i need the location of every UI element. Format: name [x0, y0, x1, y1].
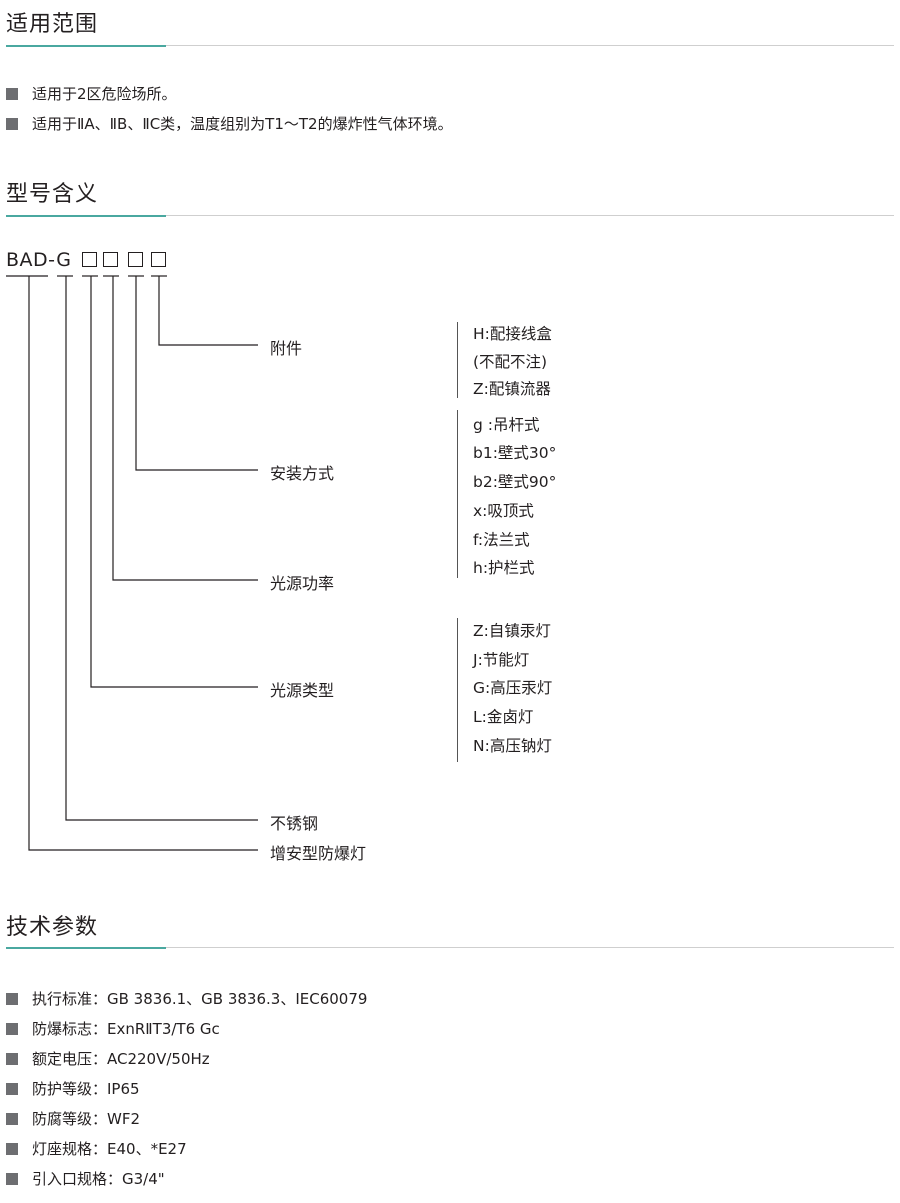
- code-box-1: [82, 252, 97, 267]
- label-lamp: 增安型防爆灯: [270, 844, 367, 863]
- source-option: G:高压汞灯: [473, 679, 553, 697]
- source-bracket: [457, 618, 458, 762]
- mounting-bracket: [457, 410, 458, 578]
- square-bullet-icon: [6, 1143, 18, 1155]
- source-option: Z:自镇汞灯: [473, 622, 551, 640]
- code-box-3: [128, 252, 143, 267]
- specs-list: 执行标准：GB 3836.1、GB 3836.3、IEC60079 防爆标志：E…: [6, 984, 367, 1194]
- list-item: 防护等级：IP65: [6, 1074, 367, 1104]
- source-option: N:高压钠灯: [473, 737, 552, 755]
- list-item: 防腐等级：WF2: [6, 1104, 367, 1134]
- scope-list: 适用于2区危险场所。 适用于ⅡA、ⅡB、ⅡC类，温度组别为T1～T2的爆炸性气体…: [6, 79, 453, 139]
- list-item: 适用于2区危险场所。: [6, 79, 453, 109]
- square-bullet-icon: [6, 1053, 18, 1065]
- model-title: 型号含义: [6, 182, 99, 207]
- label-accessory: 附件: [270, 339, 303, 358]
- square-bullet-icon: [6, 118, 18, 130]
- label-power: 光源功率: [270, 574, 335, 593]
- scope-divider: [6, 45, 894, 47]
- list-item: 防爆标志：ExnRⅡT3/T6 Gc: [6, 1014, 367, 1044]
- model-divider: [6, 215, 894, 217]
- accessory-option: Z:配镇流器: [473, 380, 551, 398]
- list-item: 额定电压：AC220V/50Hz: [6, 1044, 367, 1074]
- source-option: L:金卤灯: [473, 708, 534, 726]
- accessory-option: (不配不注): [473, 353, 548, 371]
- mounting-option: b1:壁式30°: [473, 444, 557, 462]
- label-mounting: 安装方式: [270, 464, 335, 483]
- square-bullet-icon: [6, 1113, 18, 1125]
- list-item: 执行标准：GB 3836.1、GB 3836.3、IEC60079: [6, 984, 367, 1014]
- code-box-4: [151, 252, 166, 267]
- square-bullet-icon: [6, 1083, 18, 1095]
- mounting-option: f:法兰式: [473, 531, 530, 549]
- model-diagram-lines: [6, 275, 258, 851]
- specs-divider: [6, 947, 894, 949]
- scope-title: 适用范围: [6, 12, 99, 37]
- list-item: 引入口规格：G3/4": [6, 1164, 367, 1194]
- mounting-option: h:护栏式: [473, 559, 535, 577]
- label-stainless: 不锈钢: [270, 814, 319, 833]
- mounting-option: b2:壁式90°: [473, 473, 557, 491]
- source-option: J:节能灯: [473, 651, 530, 669]
- model-code: BAD-G: [6, 249, 72, 271]
- list-item: 适用于ⅡA、ⅡB、ⅡC类，温度组别为T1～T2的爆炸性气体环境。: [6, 109, 453, 139]
- mounting-option: g :吊杆式: [473, 416, 540, 434]
- square-bullet-icon: [6, 1023, 18, 1035]
- accessory-bracket: [457, 322, 458, 398]
- accessory-option: H:配接线盒: [473, 325, 552, 343]
- square-bullet-icon: [6, 1173, 18, 1185]
- mounting-option: x:吸顶式: [473, 502, 534, 520]
- specs-title: 技术参数: [6, 915, 99, 940]
- label-source-type: 光源类型: [270, 681, 335, 700]
- code-box-2: [103, 252, 118, 267]
- square-bullet-icon: [6, 88, 18, 100]
- list-item: 灯座规格：E40、*E27: [6, 1134, 367, 1164]
- square-bullet-icon: [6, 993, 18, 1005]
